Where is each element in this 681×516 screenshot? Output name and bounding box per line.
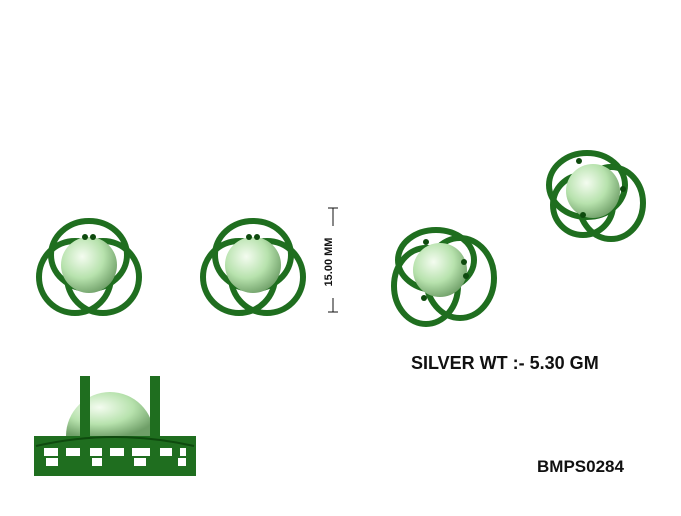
earring-top-view-1 (36, 218, 142, 316)
silver-weight-label: SILVER WT :- 5.30 GM (411, 353, 599, 373)
design-code-label: BMPS0284 (537, 457, 624, 476)
dimension-label: 15.00 MM (323, 237, 335, 287)
earring-angled-view (391, 227, 497, 327)
dimension-marker (328, 207, 338, 313)
earring-perspective-view (546, 150, 646, 242)
earring-top-view-2 (200, 218, 306, 316)
earring-side-view (34, 376, 196, 476)
